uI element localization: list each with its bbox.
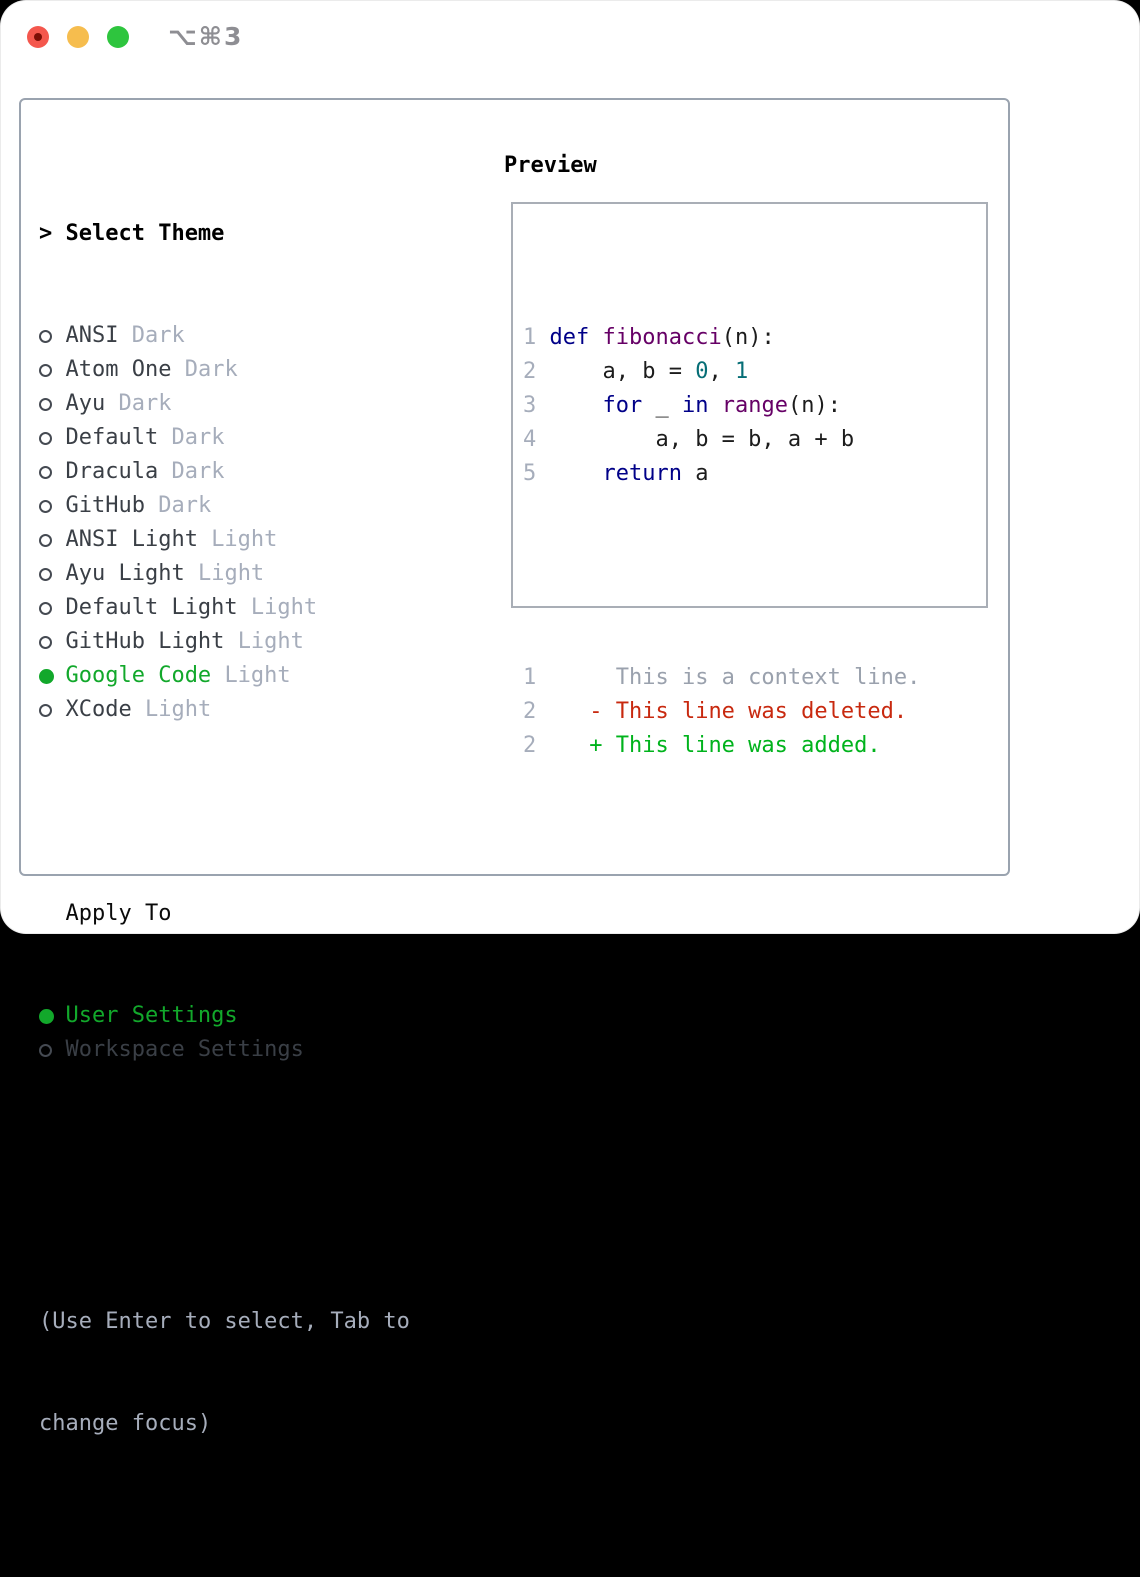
close-button[interactable] — [27, 26, 49, 48]
radio-icon — [39, 602, 52, 615]
diff-line: 2 - This line was deleted. — [523, 699, 908, 724]
theme-item-github-light-light[interactable]: GitHub Light Light — [39, 625, 410, 659]
code-line: 2 a, b = 0, 1 — [523, 359, 749, 384]
option-label: ANSI Light — [65, 527, 198, 552]
option-variant-label: Dark — [184, 357, 238, 382]
radio-icon — [39, 704, 52, 717]
option-label: Atom One — [65, 357, 172, 382]
radio-icon — [39, 568, 52, 581]
apply-to-header: Apply To — [39, 897, 410, 931]
option-variant-label: Dark — [158, 493, 212, 518]
theme-item-ayu-dark[interactable]: Ayu Dark — [39, 387, 410, 421]
theme-item-default-light-light[interactable]: Default Light Light — [39, 591, 410, 625]
theme-item-ayu-light-light[interactable]: Ayu Light Light — [39, 557, 410, 591]
help-text: (Use Enter to select, Tab to change focu… — [39, 1237, 410, 1509]
help-line-1: (Use Enter to select, Tab to — [39, 1309, 410, 1334]
option-label: Dracula — [65, 459, 159, 484]
code-line: 3 for _ in range(n): — [523, 393, 841, 418]
theme-item-github-dark[interactable]: GitHub Dark — [39, 489, 410, 523]
theme-item-dracula-dark[interactable]: Dracula Dark — [39, 455, 410, 489]
diff-preview: 1 This is a context line. 2 - This line w… — [523, 661, 986, 763]
radio-icon — [39, 1044, 52, 1057]
code-preview: 1 def fibonacci(n): 2 a, b = 0, 1 3 for _ … — [523, 321, 986, 491]
theme-item-ansi-light-light[interactable]: ANSI Light Light — [39, 523, 410, 557]
option-label: GitHub — [65, 493, 145, 518]
option-label: Workspace Settings — [65, 1037, 304, 1062]
code-line: 5 return a — [523, 461, 709, 486]
radio-icon — [39, 432, 52, 445]
radio-selected-icon — [39, 669, 54, 684]
radio-icon — [39, 330, 52, 343]
theme-item-google-code-light[interactable]: Google Code Light — [39, 659, 410, 693]
option-label: Google Code — [65, 663, 212, 688]
radio-icon — [39, 466, 52, 479]
select-theme-title: Select Theme — [65, 221, 225, 246]
theme-item-atom-one-dark[interactable]: Atom One Dark — [39, 353, 410, 387]
option-variant-label: Dark — [131, 323, 185, 348]
traffic-lights — [27, 26, 129, 48]
code-line: 1 def fibonacci(n): — [523, 325, 775, 350]
option-variant-label: Light — [224, 663, 291, 688]
apply-to-title: Apply To — [65, 901, 172, 926]
select-theme-header: > Select Theme — [39, 217, 410, 251]
option-variant-label: Dark — [171, 459, 225, 484]
option-variant-label: Light — [237, 629, 304, 654]
code-line: 4 a, b = b, a + b — [523, 427, 855, 452]
radio-icon — [39, 534, 52, 547]
radio-icon — [39, 636, 52, 649]
theme-item-xcode-light[interactable]: XCode Light — [39, 693, 410, 727]
option-variant-label: Light — [250, 595, 318, 620]
option-variant-label: Light — [197, 561, 265, 586]
diff-line: 1 This is a context line. — [523, 665, 921, 690]
theme-item-default-dark[interactable]: Default Dark — [39, 421, 410, 455]
apply-option-workspace-settings[interactable]: Workspace Settings — [39, 1033, 410, 1067]
option-label: XCode — [65, 697, 132, 722]
theme-item-ansi-dark[interactable]: ANSI Dark — [39, 319, 410, 353]
option-variant-label: Dark — [171, 425, 225, 450]
option-label: Default — [65, 425, 159, 450]
diff-line: 2 + This line was added. — [523, 733, 881, 758]
minimize-button[interactable] — [67, 26, 89, 48]
preview-box: 1 def fibonacci(n): 2 a, b = 0, 1 3 for _ … — [511, 202, 988, 758]
window-title: ⌥⌘3 — [168, 22, 244, 51]
option-label: Default Light — [65, 595, 238, 620]
option-variant-label: Light — [211, 527, 278, 552]
radio-icon — [39, 500, 52, 513]
apply-option-user-settings[interactable]: User Settings — [39, 999, 410, 1033]
option-label: ANSI — [65, 323, 119, 348]
option-label: User Settings — [65, 1003, 238, 1028]
option-label: GitHub Light — [65, 629, 225, 654]
option-label: Ayu Light — [65, 561, 185, 586]
section-gap — [39, 795, 410, 829]
option-variant-label: Light — [144, 697, 212, 722]
radio-icon — [39, 364, 52, 377]
section-gap — [39, 1135, 410, 1169]
preview-gap — [523, 559, 986, 593]
zoom-button[interactable] — [107, 26, 129, 48]
record-dot-icon — [34, 33, 42, 41]
option-label: Ayu — [65, 391, 106, 416]
focus-cursor-icon: > — [39, 221, 53, 246]
radio-selected-icon — [39, 1009, 54, 1024]
option-variant-label: Dark — [118, 391, 172, 416]
help-line-2: change focus) — [39, 1411, 212, 1436]
radio-icon — [39, 398, 52, 411]
preview-title: Preview — [504, 153, 597, 178]
